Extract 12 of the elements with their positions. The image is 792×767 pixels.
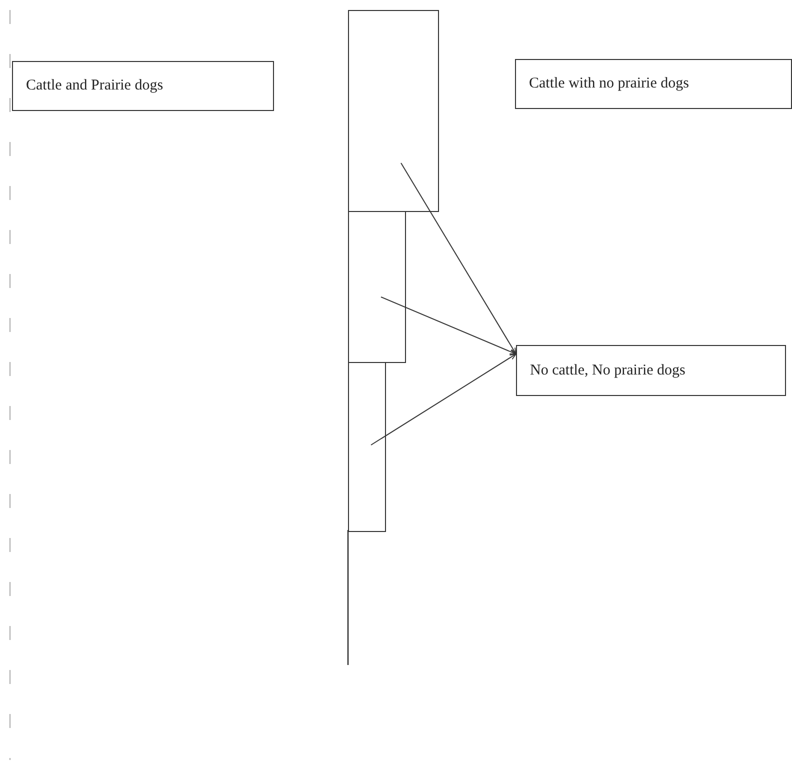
label-box <box>516 345 786 396</box>
leader-line <box>370 354 516 446</box>
label-text: Cattle with no prairie dogs <box>529 76 689 92</box>
bar <box>348 362 386 532</box>
label-box <box>12 61 274 111</box>
label-text: Cattle and Prairie dogs <box>26 78 164 94</box>
label-box <box>515 59 792 109</box>
bar <box>348 10 439 212</box>
bar <box>348 211 406 363</box>
label-text: No cattle, No prairie dogs <box>530 362 686 379</box>
leader-line <box>400 162 516 354</box>
leader-line <box>380 296 516 354</box>
